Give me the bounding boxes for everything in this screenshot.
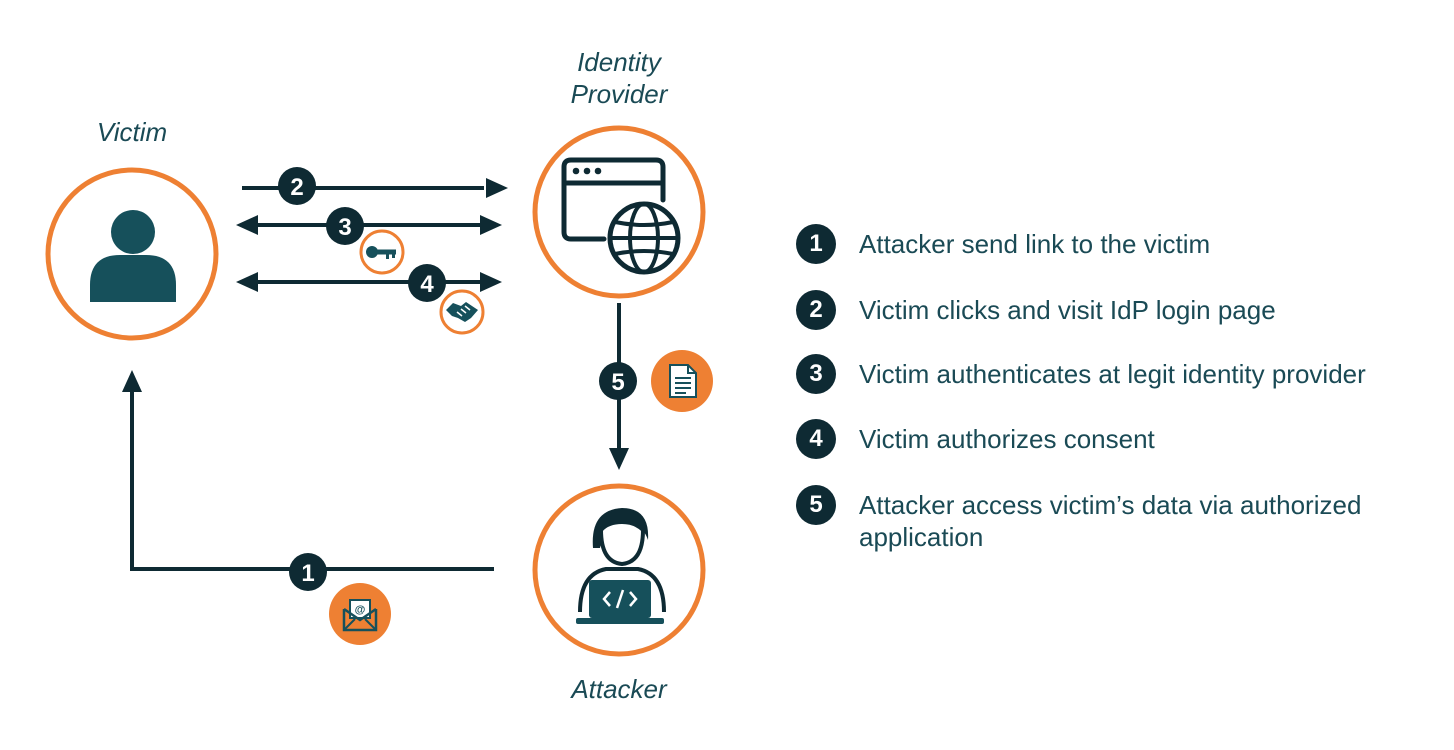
step4-badge: 4 [408,264,446,302]
legend-number-1: 1 [796,224,836,264]
attacker-node [532,483,706,657]
legend-text-3: Victim authenticates at legit identity p… [859,359,1366,389]
step3-number: 3 [338,214,351,241]
legend-item-1: 1 Attacker send link to the victim [796,224,1436,290]
steps-legend: 1 Attacker send link to the victim 2 Vic… [796,224,1436,553]
step4-number: 4 [420,271,434,298]
arrow-step3 [236,215,502,235]
step2-badge: 2 [278,167,316,205]
user-icon [90,210,176,302]
step1-number: 1 [301,560,314,587]
legend-number-4: 4 [796,419,836,459]
legend-text-1: Attacker send link to the victim [859,229,1211,259]
step3-badge: 3 [326,207,364,245]
step5-badge: 5 [599,362,637,400]
step1-badge: 1 [289,553,327,591]
legend-number-2: 2 [796,290,836,330]
legend-item-5: 5 Attacker access victim’s data via auth… [796,485,1436,553]
browser-globe-icon [561,157,681,275]
legend-item-2: 2 Victim clicks and visit IdP login page [796,290,1436,354]
attacker-label: Attacker [571,674,667,704]
legend-text-4: Victim authorizes consent [859,424,1155,454]
idp-label: Identity Provider [570,47,668,109]
handshake-icon [439,289,485,335]
arrow-step1 [122,370,494,571]
legend-text-2: Victim clicks and visit IdP login page [859,295,1276,325]
legend-item-3: 3 Victim authenticates at legit identity… [796,354,1436,419]
arrow-step4 [236,272,502,292]
step5-number: 5 [611,369,624,396]
svg-text:@: @ [355,604,366,616]
legend-text-5: Attacker access victim’s data via author… [859,490,1362,552]
key-icon [359,229,405,275]
idp-node [532,125,706,299]
victim-label: Victim [96,117,168,147]
legend-item-4: 4 Victim authorizes consent [796,419,1436,485]
step2-number: 2 [290,174,303,201]
hacker-laptop-icon [576,508,666,624]
email-icon: @ [329,583,391,645]
document-icon [651,350,713,412]
legend-number-5: 5 [796,485,836,525]
victim-node [45,167,219,341]
legend-number-3: 3 [796,354,836,394]
